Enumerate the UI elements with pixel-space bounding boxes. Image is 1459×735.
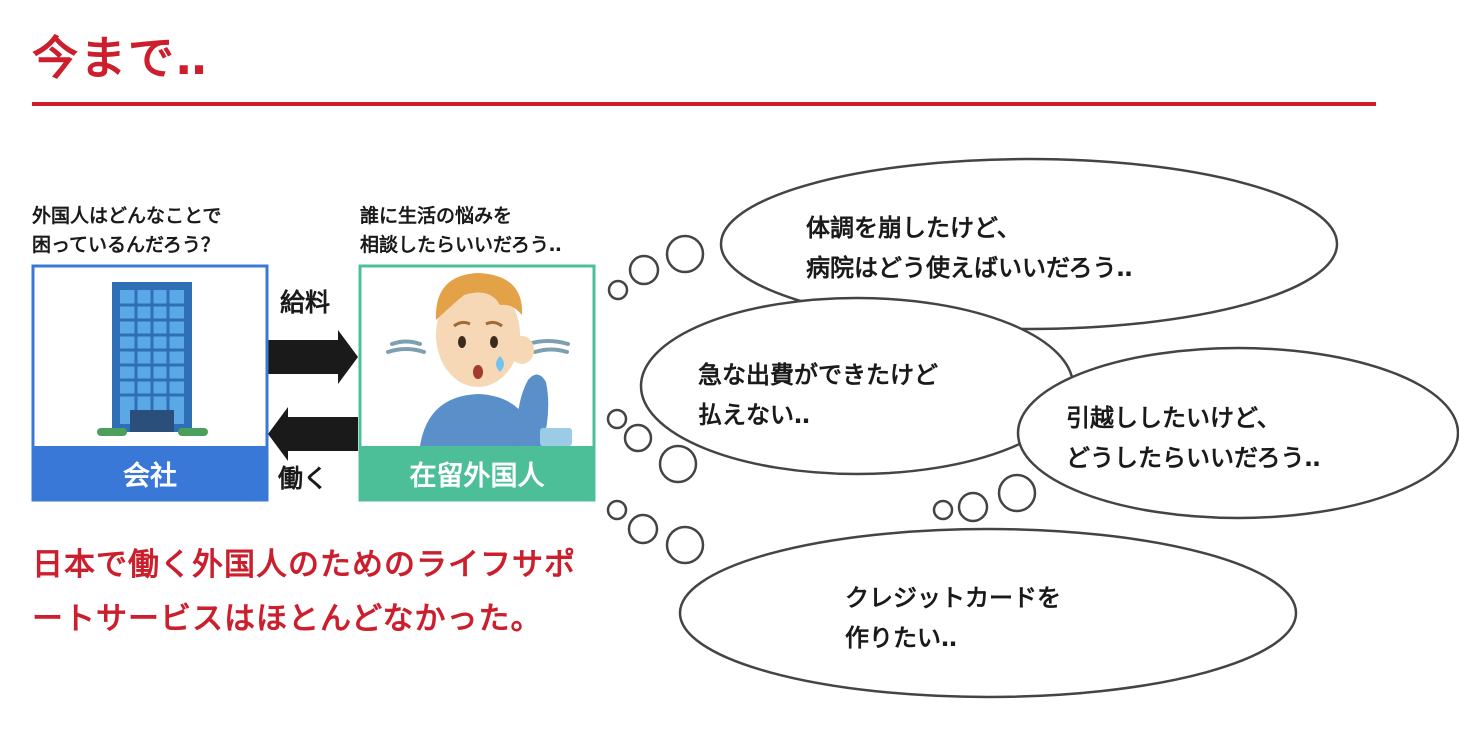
bubble-credit-card-text: クレジットカードを 作りたい‥ [845,584,1061,652]
building-icon [97,282,208,436]
bubble-moving-text: 引越ししたいけど、 どうしたらいいだろう‥ [1066,404,1321,472]
worried-person-icon [386,273,572,446]
bubble-health [719,157,1339,331]
bubble-credit-card [678,527,1298,699]
bubble-expense-text: 急な出費ができたけど 払えない‥ [698,361,938,429]
salary-arrow-right [268,330,358,384]
title-underline [32,102,1376,106]
resident-caption: 誰に生活の悩みを 相談したらいいだろう‥ [360,205,562,256]
salary-label: 給料 [280,288,331,317]
page-title: 今まで‥ [32,31,209,85]
company-box: 会社 [33,266,267,500]
company-caption: 外国人はどんなことで 困っているんだろう？ [32,205,222,256]
thought-trail-circles [606,234,1037,565]
resident-box: 在留外国人 [360,266,594,500]
company-label: 会社 [33,446,267,500]
work-label: 働く [278,464,329,493]
bubble-moving [1016,346,1459,520]
summary-statement: 日本で働く外国人のためのライフサポートサービスはほとんどなかった。 [32,547,576,637]
work-arrow-left [268,407,358,461]
resident-label: 在留外国人 [360,446,594,500]
bubble-health-text: 体調を崩したけど、 病院はどう使えばいいだろう‥ [806,214,1133,282]
